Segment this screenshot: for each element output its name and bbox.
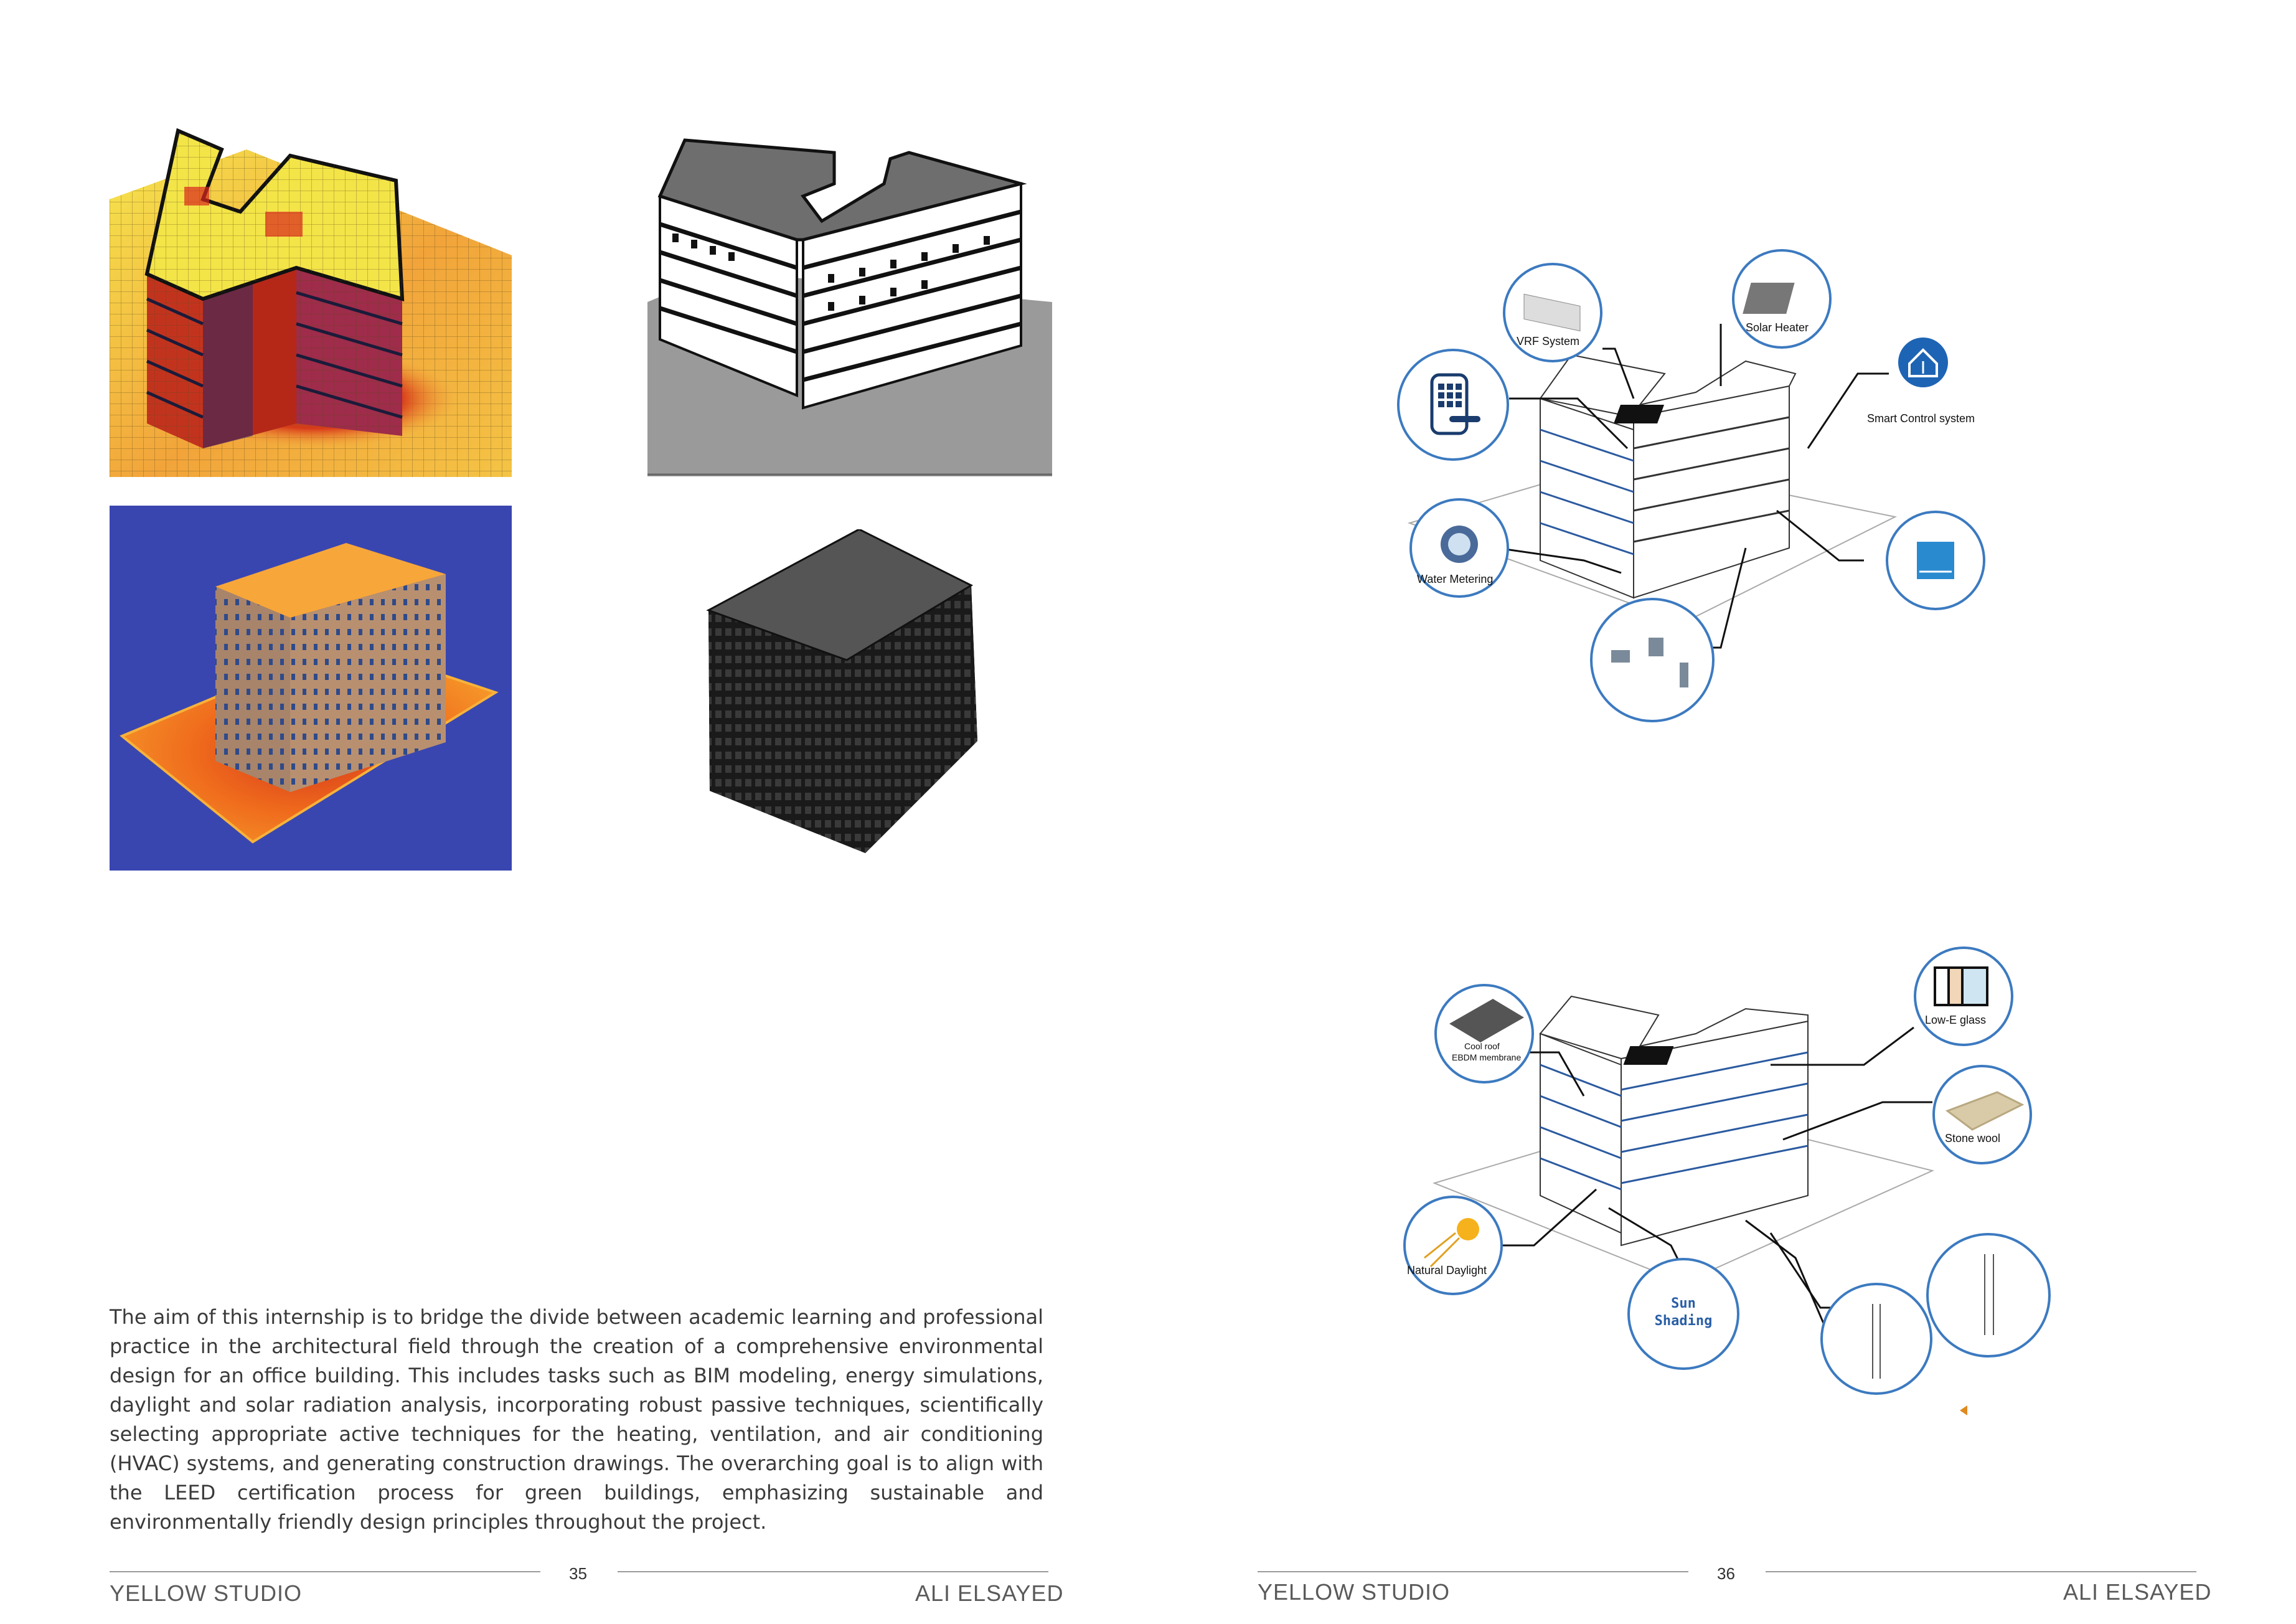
network-diagram-icon xyxy=(1611,638,1688,687)
project-description-paragraph: The aim of this internship is to bridge … xyxy=(110,1305,1043,1534)
footer-author-name: ALI ELSAYED xyxy=(915,1580,1064,1606)
sun-shading-label-line1: Sun xyxy=(1671,1296,1696,1311)
cool-roof-label-line2: EBDM membrane xyxy=(1452,1052,1522,1062)
vrf-system-label: VRF System xyxy=(1517,335,1580,347)
natural-daylight-label: Natural Daylight xyxy=(1407,1264,1487,1277)
solar-heater-label: Solar Heater xyxy=(1746,321,1809,334)
insulation-icon xyxy=(1945,1091,2025,1131)
low-e-glass-callout xyxy=(1914,947,2013,1046)
smart-lock-callout xyxy=(1397,349,1509,461)
energy-massing-render xyxy=(703,528,990,866)
natural-daylight-callout xyxy=(1403,1196,1503,1295)
page-number: 36 xyxy=(1717,1564,1735,1583)
window-section-icon xyxy=(1984,1254,1994,1335)
footer-rule-right xyxy=(1766,1571,2196,1572)
page-left: The aim of this internship is to bridge … xyxy=(110,112,1064,1606)
footer-rule-left xyxy=(1258,1571,1688,1572)
keypad-lock-icon xyxy=(1430,373,1480,435)
glass-panes-icon xyxy=(1934,966,1988,1006)
smart-control-label: Smart Control system xyxy=(1867,412,1975,425)
bms-network-callout xyxy=(1590,598,1715,722)
wall-section-icon xyxy=(1872,1304,1881,1379)
cool-roof-label-line1: Cool roof xyxy=(1464,1041,1500,1051)
vrf-system-callout xyxy=(1503,263,1602,362)
water-metering-label: Water Metering xyxy=(1417,573,1494,585)
energy-star-icon xyxy=(1917,542,1954,579)
cool-roof-callout xyxy=(1434,984,1534,1083)
energy-star-callout xyxy=(1886,511,1985,610)
water-meter-icon xyxy=(1441,526,1478,563)
footer-rule-left xyxy=(110,1571,540,1572)
footer-rule-right xyxy=(618,1571,1048,1572)
footer-author-name: ALI ELSAYED xyxy=(2063,1579,2212,1605)
water-metering-callout xyxy=(1409,498,1509,598)
active-systems-diagram: VRF System Solar Heater Smart Control sy… xyxy=(1372,249,2020,735)
solar-heater-callout xyxy=(1732,249,1832,349)
daylight-simulation-render xyxy=(110,506,512,871)
page-right: VRF System Solar Heater Smart Control sy… xyxy=(1148,0,2296,1624)
footer-studio-name: YELLOW STUDIO xyxy=(110,1580,303,1606)
double-wall-callout xyxy=(1820,1283,1932,1395)
page-number: 35 xyxy=(569,1564,587,1583)
sun-icon xyxy=(1424,1218,1479,1268)
sun-shading-callout xyxy=(1627,1258,1739,1370)
solar-radiation-render xyxy=(110,112,512,477)
stone-wool-label: Stone wool xyxy=(1945,1132,2001,1145)
roof-membrane-icon xyxy=(1449,999,1524,1042)
low-e-glass-label: Low-E glass xyxy=(1925,1014,1987,1026)
passive-systems-diagram: Cool roof EBDM membrane Low-E glass Ston… xyxy=(1372,934,2051,1457)
arrow-marker-icon xyxy=(1960,1405,1967,1415)
footer-studio-name: YELLOW STUDIO xyxy=(1258,1579,1451,1605)
bim-model-render xyxy=(647,115,1052,476)
sun-shading-label-line2: Shading xyxy=(1654,1313,1713,1329)
smart-home-icon xyxy=(1898,338,1948,387)
stone-wool-callout xyxy=(1932,1065,2032,1164)
double-skin-window-callout xyxy=(1926,1233,2051,1357)
